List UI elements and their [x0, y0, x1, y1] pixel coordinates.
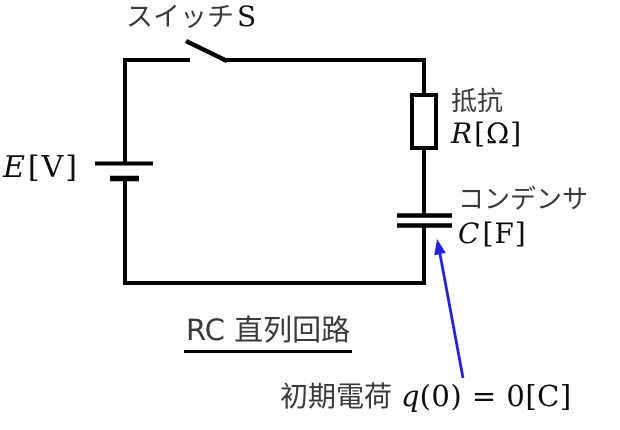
battery-symbol: E [3, 150, 25, 185]
battery-label: E[V] [3, 150, 79, 186]
resistor-label-math: R[Ω] [451, 118, 522, 149]
battery-unit: [V] [27, 150, 79, 185]
switch-blade [185, 38, 228, 64]
wire-top-left [123, 58, 190, 162]
resistor-unit: [Ω] [474, 117, 523, 150]
annotation-arrow-head [434, 239, 446, 256]
figure-caption: RC 直列回路 [184, 313, 353, 354]
capacitor-symbol-text: C [458, 217, 480, 250]
resistor-symbol-text: R [451, 117, 473, 150]
wire-bottom-loop [123, 180, 426, 285]
resistor-label-jp: 抵抗 [451, 87, 504, 117]
capacitor-label-math: C[F] [458, 217, 588, 251]
annotation-math: q(0) = 0[C] [401, 379, 572, 413]
capacitor-label-jp: コンデンサ [458, 185, 589, 215]
annotation-q-symbol: q [401, 379, 420, 413]
wire-top-right [223, 58, 426, 96]
annotation-arrow-line [438, 253, 465, 379]
resistor-symbol [410, 93, 438, 150]
resistor-label: 抵抗 R[Ω] [451, 87, 522, 149]
switch-label-jp: スイッチ [126, 2, 234, 33]
annotation-equation: (0) = 0 [419, 379, 526, 413]
capacitor-label: コンデンサ C[F] [458, 183, 588, 251]
capacitor-unit: [F] [482, 217, 527, 250]
switch-symbol: S [237, 0, 257, 33]
annotation-unit: [C] [525, 379, 572, 413]
annotation-jp: 初期電荷 [280, 380, 393, 413]
